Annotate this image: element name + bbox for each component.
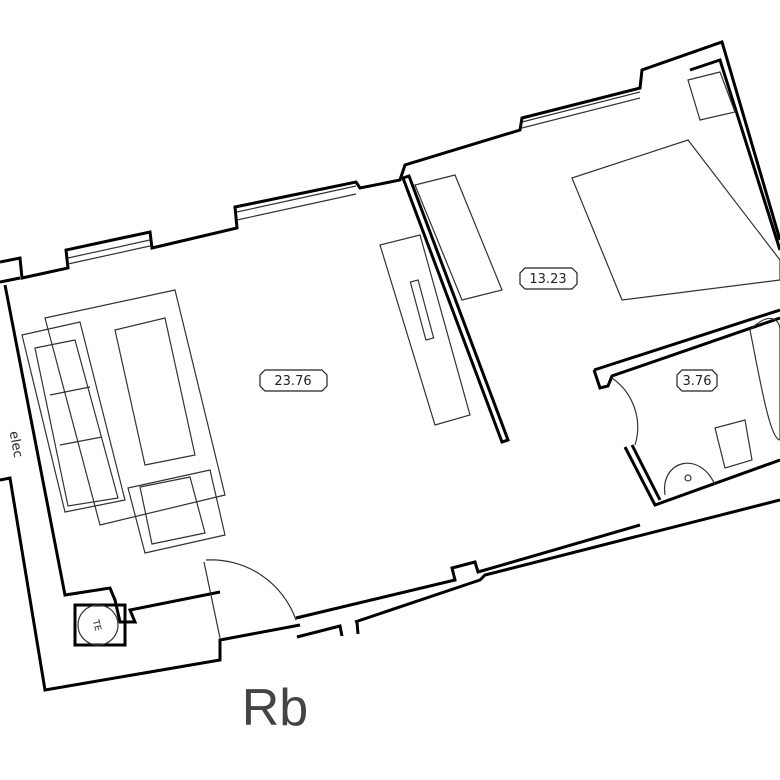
boiler: TE bbox=[73, 603, 127, 647]
entrance-door[interactable] bbox=[203, 559, 297, 639]
area-tag-bathroom: 3.76 bbox=[676, 369, 718, 392]
living-area: 23.76 bbox=[274, 374, 311, 389]
boiler-label: TE bbox=[90, 618, 103, 633]
exterior-walls bbox=[0, 40, 780, 692]
bathroom-area: 3.76 bbox=[683, 374, 712, 389]
area-tag-living: 23.76 bbox=[259, 369, 328, 392]
bedroom-area: 13.23 bbox=[529, 272, 566, 287]
bedroom-furniture bbox=[414, 71, 780, 496]
bathroom-walls bbox=[592, 308, 780, 507]
living-furniture bbox=[21, 234, 471, 554]
windows bbox=[67, 91, 641, 265]
elec-label: elec bbox=[6, 430, 25, 459]
partition-wall bbox=[401, 174, 510, 444]
unit-label: Rb bbox=[242, 679, 308, 737]
area-tag-bedroom: 13.23 bbox=[519, 267, 578, 290]
